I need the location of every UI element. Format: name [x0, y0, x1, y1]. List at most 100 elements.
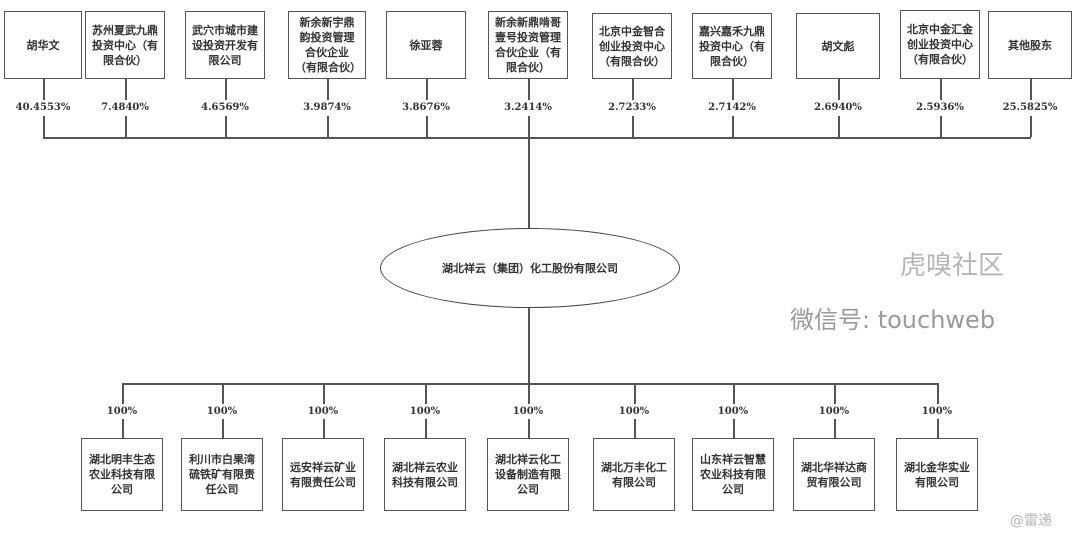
subsidiary-box: 湖北金华实业有限公司	[896, 438, 978, 511]
shareholder-name: 徐亚蓉	[409, 38, 443, 52]
shareholding-pct: 4.6569%	[201, 102, 249, 113]
shareholder-box: 其他股东	[988, 11, 1072, 79]
shareholding-pct: 2.5936%	[916, 102, 964, 113]
connector-line	[632, 78, 634, 100]
connector-line	[528, 137, 530, 228]
subsidiary-name: 远安祥云矿业有限责任公司	[290, 460, 356, 489]
connector-line	[125, 78, 127, 100]
connector-line	[323, 383, 325, 404]
subsidiary-pct: 100%	[618, 406, 650, 417]
connector-line	[732, 78, 734, 100]
connector-line	[225, 78, 227, 100]
connector-line	[733, 383, 735, 404]
shareholding-pct: 2.7233%	[608, 102, 656, 113]
shareholder-box: 北京中金汇金创业投资中心（有限合伙）	[900, 10, 980, 79]
subsidiary-name: 湖北金华实业有限公司	[904, 460, 970, 489]
shareholding-pct: 2.6940%	[814, 102, 862, 113]
subsidiary-box: 湖北万丰化工有限公司	[593, 438, 675, 511]
connector-line	[834, 419, 836, 438]
shareholding-pct: 25.5825%	[1002, 102, 1058, 113]
connector-line	[838, 78, 840, 100]
shareholder-box: 武穴市城市建设投资开发有限公司	[185, 11, 265, 79]
shareholding-pct: 3.9874%	[303, 102, 351, 113]
subsidiary-name: 山东祥云智慧农业科技有限公司	[700, 453, 766, 496]
shareholder-name: 胡华文	[26, 38, 60, 52]
subsidiary-box: 湖北明丰生态农业科技有限公司	[81, 438, 163, 511]
connector-line	[425, 419, 427, 438]
shareholder-name: 胡文彪	[821, 39, 855, 53]
shareholding-pct: 3.8676%	[402, 102, 450, 113]
subsidiary-name: 湖北华祥达商贸有限公司	[801, 460, 867, 489]
connector-line	[528, 383, 530, 404]
connector-line	[43, 78, 45, 100]
connector-line	[323, 419, 325, 438]
connector-line	[528, 308, 530, 383]
shareholder-box: 北京中金智合创业投资中心（有限合伙）	[592, 13, 672, 79]
shareholder-name: 嘉兴嘉禾九鼎投资中心（有限合伙）	[699, 24, 765, 68]
shareholder-box: 徐亚蓉	[386, 11, 466, 79]
shareholder-name: 新余新宇鼎韵投资管理合伙企业（有限合伙）	[295, 16, 361, 74]
connector-line	[426, 78, 428, 100]
connector-line	[528, 116, 530, 137]
connector-line	[122, 383, 124, 404]
subsidiary-pct: 100%	[512, 406, 544, 417]
company-name: 湖北祥云（集团）化工股份有限公司	[442, 262, 618, 275]
shareholder-name: 新余新鼎啃哥壹号投资管理合伙企业（有限合伙）	[495, 16, 561, 74]
connector-line	[222, 383, 224, 404]
subsidiary-box: 湖北祥云农业科技有限公司	[384, 438, 466, 511]
connector-line	[732, 116, 734, 137]
connector-line	[634, 419, 636, 438]
subsidiary-name: 湖北祥云化工设备制造有限公司	[495, 453, 561, 496]
connector-line	[937, 419, 939, 438]
subsidiary-box: 湖北华祥达商贸有限公司	[793, 438, 875, 511]
subsidiary-box: 利川市白果湾硫铁矿有限责任公司	[181, 438, 263, 511]
shareholding-pct: 40.4553%	[15, 102, 71, 113]
connector-line	[426, 116, 428, 137]
shareholder-box: 嘉兴嘉禾九鼎投资中心（有限合伙）	[692, 13, 772, 79]
shareholder-box: 胡文彪	[796, 13, 880, 79]
subsidiary-pct: 100%	[818, 406, 850, 417]
shareholder-name: 武穴市城市建设投资开发有限公司	[192, 23, 258, 67]
watermark-author: @雷递	[1010, 513, 1052, 529]
connector-line	[937, 383, 939, 404]
watermark-community: 虎嗅社区	[900, 251, 1005, 281]
subsidiary-pct: 100%	[717, 406, 749, 417]
shareholder-box: 新余新鼎啃哥壹号投资管理合伙企业（有限合伙）	[488, 11, 568, 79]
shareholding-pct: 3.2414%	[504, 102, 552, 113]
shareholder-box: 苏州夏武九鼎投资中心（有限合伙）	[85, 11, 165, 79]
subsidiary-box: 远安祥云矿业有限责任公司	[282, 438, 364, 511]
subsidiary-pct: 100%	[409, 406, 441, 417]
shareholder-box: 胡华文	[4, 11, 82, 79]
subsidiary-name: 利川市白果湾硫铁矿有限责任公司	[189, 453, 255, 496]
connector-line	[733, 419, 735, 438]
connector-line	[1030, 78, 1032, 100]
company-node: 湖北祥云（集团）化工股份有限公司	[380, 228, 680, 308]
subsidiary-name: 湖北万丰化工有限公司	[601, 460, 667, 489]
shareholder-name: 苏州夏武九鼎投资中心（有限合伙）	[92, 23, 158, 67]
connector-line	[528, 419, 530, 438]
shareholder-name: 北京中金汇金创业投资中心（有限合伙）	[907, 23, 973, 66]
shareholder-name: 其他股东	[1008, 38, 1052, 52]
connector-line	[940, 78, 942, 100]
subsidiary-name: 湖北明丰生态农业科技有限公司	[89, 453, 155, 496]
shareholding-pct: 2.7142%	[708, 102, 756, 113]
subsidiary-box: 湖北祥云化工设备制造有限公司	[487, 438, 569, 511]
connector-line	[425, 383, 427, 404]
subsidiary-box: 山东祥云智慧农业科技有限公司	[692, 438, 774, 511]
connector-line	[327, 116, 329, 137]
subsidiary-pct: 100%	[106, 406, 138, 417]
subsidiary-pct: 100%	[206, 406, 238, 417]
shareholder-name: 北京中金智合创业投资中心（有限合伙）	[599, 24, 665, 68]
subsidiary-pct: 100%	[307, 406, 339, 417]
watermark-wechat: 微信号: touchweb	[790, 306, 996, 334]
connector-line	[838, 116, 840, 137]
connector-line	[634, 383, 636, 404]
connector-line	[122, 419, 124, 438]
shareholder-bus-line	[43, 137, 1031, 139]
shareholder-box: 新余新宇鼎韵投资管理合伙企业（有限合伙）	[288, 11, 366, 79]
subsidiary-bus-line	[122, 383, 938, 385]
subsidiary-name: 湖北祥云农业科技有限公司	[392, 460, 458, 489]
connector-line	[834, 383, 836, 404]
connector-line	[225, 116, 227, 137]
connector-line	[1030, 116, 1032, 137]
